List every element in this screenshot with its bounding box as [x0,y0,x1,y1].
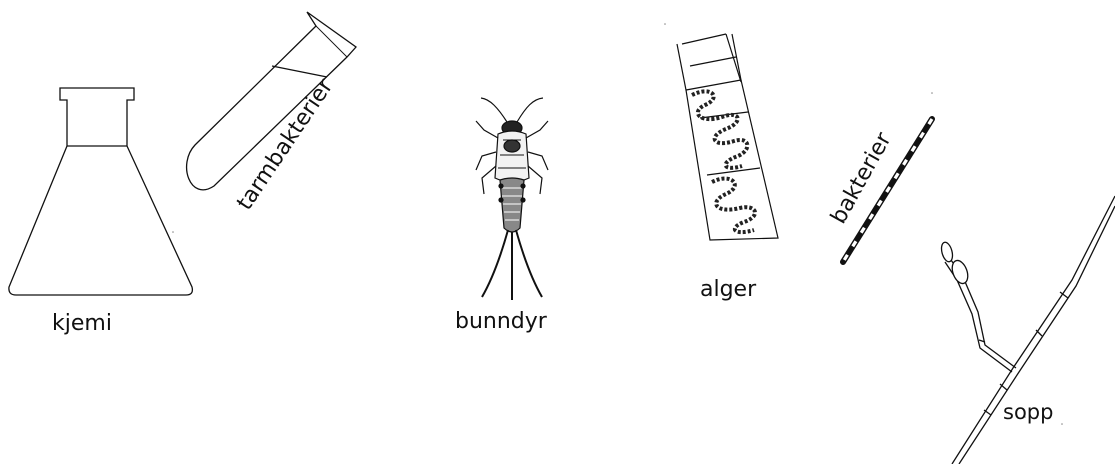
sopp-label: sopp [1003,402,1053,423]
alger-label: alger [700,279,756,301]
erlenmeyer-flask-icon [9,88,193,295]
algae-filament-icon [677,34,778,240]
bunndyr-label: bunndyr [455,311,547,333]
kjemi-label: kjemi [52,313,112,335]
mayfly-nymph-icon [476,98,548,300]
scan-specks [172,23,1063,425]
